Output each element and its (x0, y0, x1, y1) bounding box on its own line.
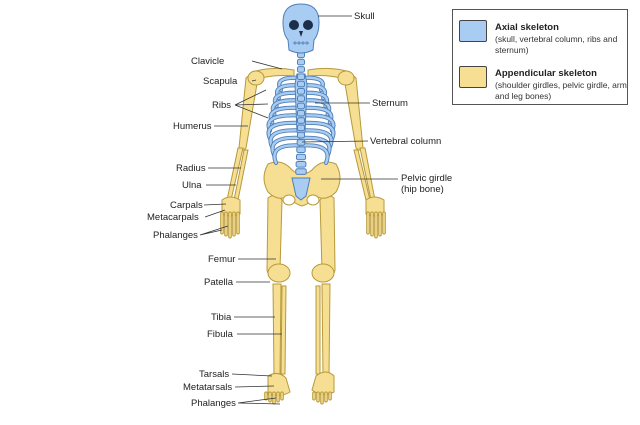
label-sternum: Sternum (372, 98, 408, 109)
digit (268, 391, 272, 403)
digit (324, 391, 328, 403)
digit (370, 211, 374, 237)
label-vertebral-column: Vertebral column (370, 136, 442, 147)
vertebra (297, 88, 305, 95)
legend-appendicular-title: Appendicular skeleton (495, 68, 597, 79)
vertebra (296, 139, 306, 146)
legend-axial-title: Axial skeleton (495, 22, 559, 33)
label-tarsals: Tarsals (199, 369, 230, 380)
digit (312, 391, 316, 401)
label-pelvic-girdle: Pelvic girdle (401, 173, 453, 184)
rib-inner (299, 121, 335, 140)
label-phalanges-hand: Phalanges (153, 230, 198, 241)
digit (220, 211, 224, 235)
vertebra (295, 153, 307, 161)
vertebra (297, 117, 305, 124)
leader-lines (199, 15, 398, 405)
vertebral-column (295, 51, 307, 175)
legend-axial-description: (skull, vertebral column, ribs and stern… (495, 34, 618, 55)
label-femur: Femur (208, 254, 236, 265)
digit (280, 391, 284, 401)
digit (236, 211, 240, 235)
legend-appendicular-swatch (459, 66, 487, 88)
rib-inner (269, 129, 303, 148)
arm-bones (220, 74, 386, 239)
digit (264, 391, 268, 401)
vertebra (296, 146, 306, 153)
label-carpals: Carpals (170, 200, 203, 211)
label-ulna: Ulna (182, 180, 202, 191)
vertebra (297, 95, 305, 102)
vertebra (297, 73, 305, 81)
label-clavicle: Clavicle (191, 56, 225, 67)
label-radius: Radius (176, 163, 206, 174)
rib-inner (273, 144, 303, 165)
rib-inner (299, 129, 333, 148)
rib-inner (267, 121, 303, 140)
label-metatarsals: Metatarsals (183, 382, 233, 393)
vertebra (297, 102, 305, 110)
vertebra (297, 58, 305, 66)
sacrum (291, 177, 311, 201)
rib-inner (299, 144, 329, 165)
digit (228, 211, 232, 239)
vertebra (297, 80, 305, 88)
label-metacarpals: Metacarpals (147, 212, 199, 223)
digit (328, 391, 332, 401)
digit (374, 211, 378, 239)
legend: Axial skeleton (skull, vertebral column,… (452, 9, 628, 105)
vertebra (297, 124, 305, 132)
digit (276, 391, 280, 403)
legend-appendicular-description: (shoulder girdles, pelvic girdle, arm an… (495, 80, 627, 101)
label-hip-bone: (hip bone) (401, 184, 444, 195)
label-tibia: Tibia (211, 312, 232, 323)
label-humerus: Humerus (173, 121, 212, 132)
legend-axial-swatch (459, 20, 487, 42)
label-skull: Skull (354, 11, 375, 22)
label-fibula: Fibula (207, 329, 233, 340)
vertebra (297, 131, 305, 139)
label-ribs: Ribs (212, 100, 232, 111)
digit (366, 211, 370, 235)
shoulder-girdle (247, 67, 355, 86)
digit (382, 211, 386, 235)
leg-bones (264, 194, 336, 405)
vertebra (297, 109, 305, 117)
digit (224, 211, 228, 237)
digit (320, 391, 324, 405)
digit (232, 211, 236, 237)
digit (378, 211, 382, 237)
vertebra (295, 168, 307, 175)
digit (316, 391, 320, 403)
label-phalanges-foot: Phalanges (191, 398, 236, 409)
label-patella: Patella (204, 277, 234, 288)
vertebra (295, 161, 307, 168)
skull-bone (282, 3, 320, 54)
vertebra (297, 66, 305, 73)
label-scapula: Scapula (203, 76, 238, 87)
